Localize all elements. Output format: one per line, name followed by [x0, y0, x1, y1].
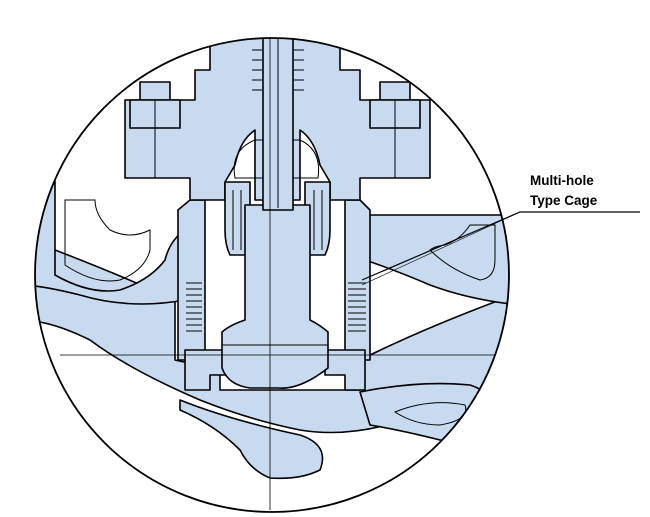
right-stud-nut — [369, 81, 421, 178]
cage-left-wall — [177, 199, 206, 361]
cage-holes-right — [348, 282, 366, 332]
guide-left — [224, 181, 251, 256]
cage-right-wall — [344, 199, 371, 361]
callout-label-line1: Multi-hole — [530, 173, 594, 188]
packing — [252, 49, 304, 91]
valve-plug — [221, 204, 329, 389]
guide-right — [304, 181, 331, 256]
left-stud-nut — [129, 81, 181, 178]
seat-ring-right — [324, 349, 366, 391]
cage-holes-left — [186, 282, 202, 332]
body-lower-rib — [359, 382, 497, 442]
callout-label-line2: Type Cage — [530, 193, 598, 208]
detail-circle-outline — [34, 37, 510, 513]
body-lower-passage — [179, 399, 324, 480]
callout-leader-line-2 — [361, 211, 521, 286]
body-right-upper — [364, 214, 509, 306]
